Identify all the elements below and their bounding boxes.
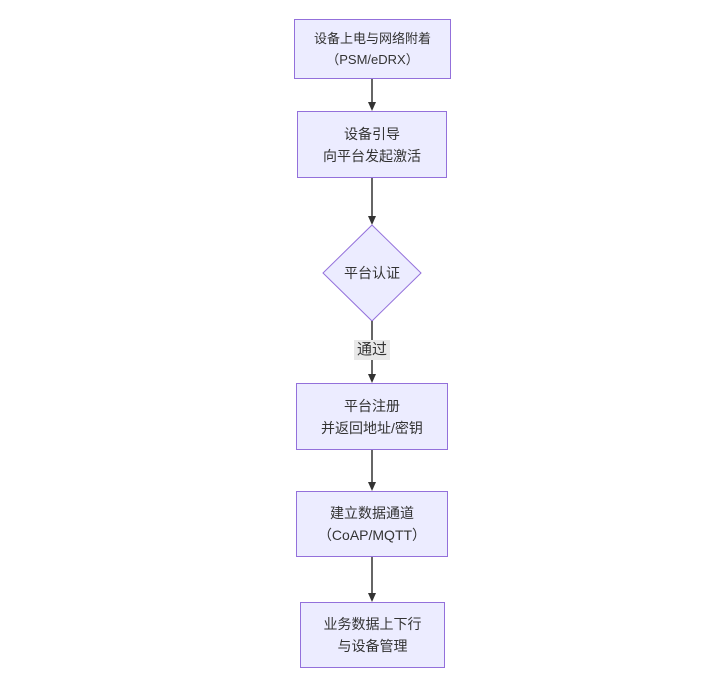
edge-register-to-channel	[368, 450, 376, 491]
edge-bootstrap-to-auth	[368, 178, 376, 225]
edge-power-to-bootstrap	[368, 79, 376, 111]
node-platform-auth: 平台认证	[323, 225, 421, 321]
arrowhead-down-icon	[368, 482, 376, 491]
node-text-line: （CoAP/MQTT）	[317, 527, 427, 543]
arrowhead-down-icon	[368, 216, 376, 225]
node-device-bootstrap: 设备引导 向平台发起激活	[297, 111, 447, 178]
node-text-line: （PSM/eDRX）	[326, 52, 419, 67]
arrowhead-down-icon	[368, 593, 376, 602]
arrowhead-down-icon	[368, 102, 376, 111]
node-platform-register: 平台注册 并返回地址/密钥	[296, 383, 448, 450]
node-text-line: 业务数据上下行	[323, 616, 422, 632]
node-business-data: 业务数据上下行 与设备管理	[300, 602, 445, 668]
node-text-line: 设备引导	[344, 125, 400, 142]
node-text-line: 设备上电与网络附着	[313, 31, 431, 46]
node-text-line: 平台认证	[344, 265, 400, 281]
node-text-line: 向平台发起激活	[323, 147, 421, 164]
node-data-channel: 建立数据通道 （CoAP/MQTT）	[296, 491, 448, 557]
arrowhead-down-icon	[368, 374, 376, 383]
node-text-line: 平台注册	[344, 397, 400, 414]
edge-channel-to-business	[368, 557, 376, 602]
node-text-line: 并返回地址/密钥	[321, 419, 423, 436]
node-text-line: 建立数据通道	[330, 505, 414, 521]
node-device-power-attach: 设备上电与网络附着 （PSM/eDRX）	[294, 19, 451, 79]
edge-label-pass: 通过	[353, 340, 391, 360]
node-text-line: 与设备管理	[337, 638, 408, 654]
